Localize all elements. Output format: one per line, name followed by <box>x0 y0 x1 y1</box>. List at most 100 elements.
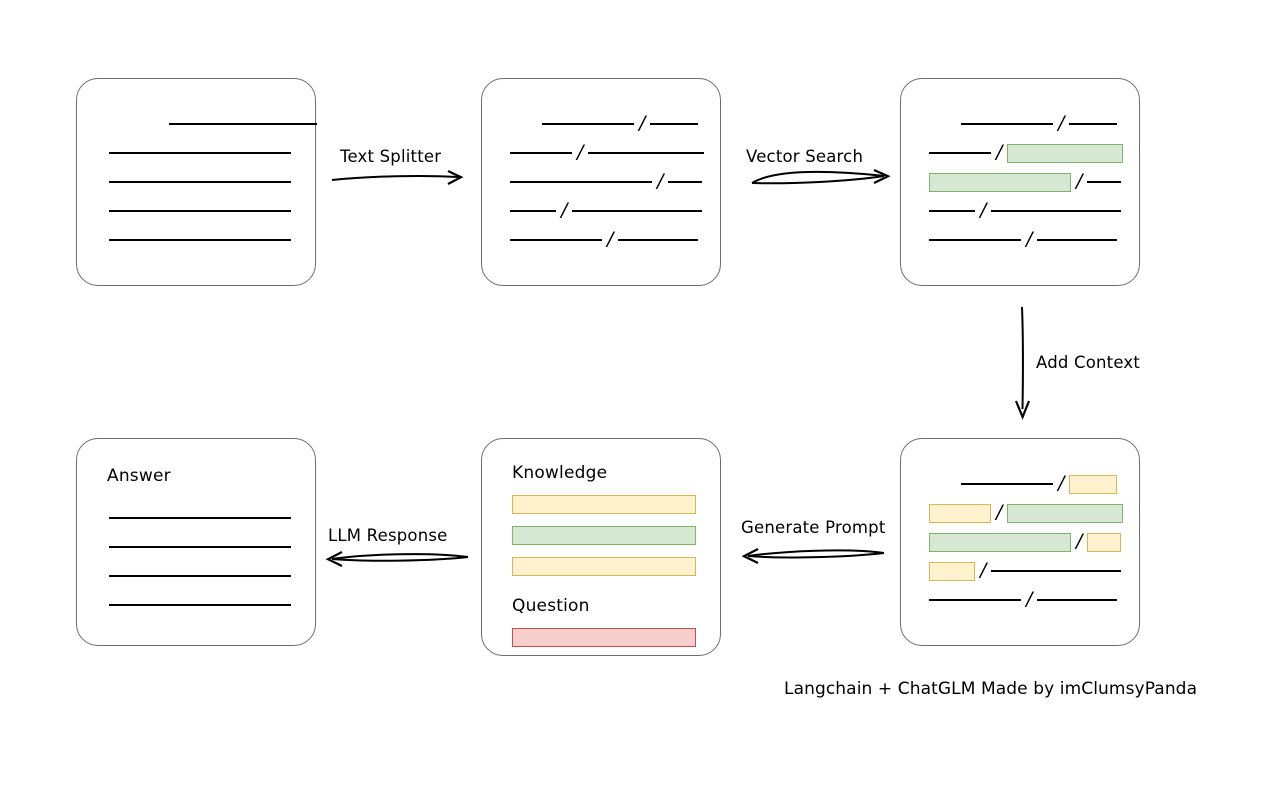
split-slash: / <box>607 227 614 250</box>
text-line: / <box>510 140 705 163</box>
text-line: / <box>929 558 1122 581</box>
text-underline <box>109 517 291 519</box>
text-underline <box>109 604 291 606</box>
edge-arrow-add-context <box>1014 306 1031 420</box>
split-slash: / <box>1058 111 1065 134</box>
footer-credit: Langchain + ChatGLM Made by imClumsyPand… <box>784 679 1198 699</box>
text-underline <box>650 123 699 125</box>
text-underline <box>510 239 602 241</box>
highlight-green <box>1007 503 1124 523</box>
text-underline <box>588 152 705 154</box>
text-line <box>169 115 317 133</box>
split-slash: / <box>657 169 664 192</box>
prompt-bar-red <box>512 628 696 647</box>
text-underline <box>109 181 291 183</box>
edge-label-text-splitter: Text Splitter <box>340 147 442 166</box>
text-line: / <box>961 111 1118 134</box>
text-underline <box>1069 123 1118 125</box>
prompt-bar-yellow <box>512 557 696 576</box>
node-context-added-chunks[interactable]: / / / / / <box>900 438 1140 646</box>
text-underline <box>1037 239 1118 241</box>
text-underline <box>510 152 572 154</box>
text-line <box>109 202 291 220</box>
text-line: / <box>542 111 699 134</box>
text-line <box>109 231 291 249</box>
split-slash: / <box>1076 529 1083 552</box>
text-line <box>109 144 291 162</box>
text-underline <box>991 210 1122 212</box>
edge-arrow-generate-prompt <box>741 548 885 564</box>
text-line: / <box>510 169 703 192</box>
split-slash: / <box>996 500 1003 523</box>
node-vector-search-results[interactable]: / / / / / <box>900 78 1140 286</box>
text-underline <box>1087 181 1122 183</box>
text-underline <box>169 123 317 125</box>
node-source-document[interactable] <box>76 78 317 286</box>
text-underline <box>510 181 652 183</box>
text-underline <box>929 599 1021 601</box>
text-line: / <box>929 587 1118 610</box>
text-underline <box>991 570 1122 572</box>
text-line <box>109 596 291 614</box>
text-underline <box>572 210 703 212</box>
text-underline <box>961 123 1053 125</box>
split-slash: / <box>1076 169 1083 192</box>
text-line <box>109 509 291 527</box>
highlight-yellow <box>929 561 975 581</box>
split-slash: / <box>1026 227 1033 250</box>
text-underline <box>1037 599 1118 601</box>
text-underline <box>929 152 991 154</box>
split-slash: / <box>980 198 987 221</box>
text-underline <box>542 123 634 125</box>
split-slash: / <box>996 140 1003 163</box>
text-underline <box>961 483 1053 485</box>
prompt-section-label-knowledge: Knowledge <box>512 463 608 483</box>
split-slash: / <box>980 558 987 581</box>
edge-label-generate-prompt: Generate Prompt <box>741 518 886 537</box>
text-line: / <box>961 471 1118 494</box>
split-slash: / <box>561 198 568 221</box>
highlight-yellow <box>1069 474 1118 494</box>
prompt-bar-green <box>512 526 696 545</box>
text-underline <box>929 239 1021 241</box>
answer-title: Answer <box>107 466 171 486</box>
text-underline <box>109 575 291 577</box>
edge-arrow-llm-response <box>325 551 469 567</box>
text-line <box>109 173 291 191</box>
edge-label-add-context: Add Context <box>1036 353 1141 372</box>
highlight-green <box>929 532 1071 552</box>
split-slash: / <box>639 111 646 134</box>
prompt-section-label-question: Question <box>512 596 590 616</box>
highlight-yellow <box>929 503 991 523</box>
text-line: / <box>510 198 703 221</box>
text-underline <box>109 152 291 154</box>
split-slash: / <box>577 140 584 163</box>
node-split-chunks[interactable]: / / / / / <box>481 78 721 286</box>
node-answer[interactable]: Answer <box>76 438 316 646</box>
split-slash: / <box>1026 587 1033 610</box>
edge-label-vector-search: Vector Search <box>746 147 864 166</box>
text-underline <box>510 210 556 212</box>
text-line: / <box>929 140 1124 163</box>
text-underline <box>109 546 291 548</box>
edge-arrow-vector-search <box>751 168 891 185</box>
edge-label-llm-response: LLM Response <box>328 526 448 545</box>
text-line: / <box>929 227 1118 250</box>
split-slash: / <box>1058 471 1065 494</box>
text-line <box>109 538 291 556</box>
highlight-green <box>929 172 1071 192</box>
text-underline <box>929 210 975 212</box>
text-underline <box>618 239 699 241</box>
highlight-green <box>1007 143 1124 163</box>
edge-arrow-text-splitter <box>331 170 464 185</box>
highlight-yellow <box>1087 532 1122 552</box>
text-underline <box>109 239 291 241</box>
text-line: / <box>929 500 1124 523</box>
prompt-bar-yellow <box>512 495 696 514</box>
text-underline <box>668 181 703 183</box>
text-line: / <box>929 198 1122 221</box>
text-line: / <box>929 169 1122 192</box>
text-line: / <box>510 227 699 250</box>
